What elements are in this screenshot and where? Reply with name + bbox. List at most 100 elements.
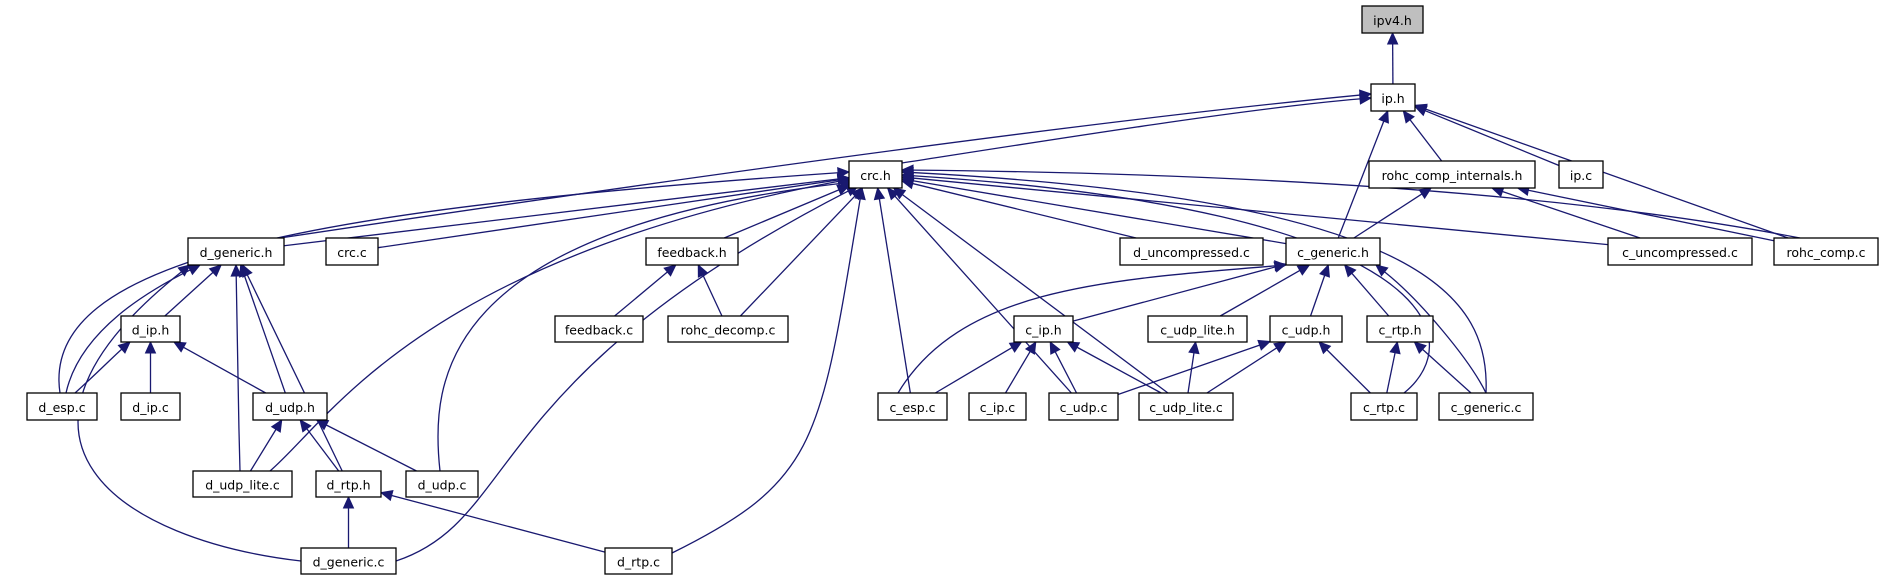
edge-c-uncompressed-c-to-rohc-comp-internals-h (1502, 190, 1641, 239)
edge-d-esp-c-to-d-ip-h-arrowhead (117, 341, 131, 354)
node-box (187, 237, 285, 266)
edge-c-udp-lite-c-to-c-udp-lite-h-arrowhead (1188, 340, 1200, 355)
edge-d-generic-c-to-d-generic-h-arrowhead (177, 264, 191, 277)
node-label: c_generic.c (1451, 400, 1522, 415)
node-label: rohc_comp_internals.h (1382, 168, 1523, 183)
edge-c-generic-h-to-rohc-comp-internals-h (1353, 193, 1423, 239)
node-c-udp-h[interactable]: c_udp.h (1269, 315, 1343, 343)
edge-c-generic-c-to-c-rtp-h-arrowhead (1413, 341, 1427, 354)
edge-d-udp-lite-c-to-d-generic-h-arrowhead (230, 263, 242, 277)
node-c-udp-c[interactable]: c_udp.c (1048, 392, 1119, 421)
node-d-udp-h[interactable]: d_udp.h (252, 392, 328, 421)
node-c-generic-h[interactable]: c_generic.h (1285, 237, 1381, 266)
node-box (645, 237, 739, 266)
node-c-ip-h[interactable]: c_ip.h (1013, 315, 1074, 343)
node-feedback-c[interactable]: feedback.c (554, 315, 644, 343)
edge-c-udp-lite-c-to-crc-h (901, 194, 1169, 394)
node-box (1013, 315, 1074, 343)
edge-rohc-decomp-c-to-feedback-h (702, 274, 723, 317)
edge-feedback-h-to-crc-h (723, 189, 840, 239)
node-d-uncompressed-c[interactable]: d_uncompressed.c (1119, 237, 1264, 266)
edge-d-uncompressed-c-to-crc-h (912, 182, 1137, 239)
node-c-udp-lite-c[interactable]: c_udp_lite.c (1138, 392, 1234, 421)
node-box (1285, 237, 1381, 266)
node-label: d_udp.h (265, 400, 315, 415)
edge-d-udp-c-to-d-udp-h-arrowhead (315, 419, 330, 431)
edge-rohc-comp-c-to-ip-h (1425, 108, 1789, 239)
node-rohc-decomp-c[interactable]: rohc_decomp.c (667, 315, 789, 343)
edge-d-generic-h-to-ip-h-arrowhead (1359, 89, 1373, 101)
node-rohc-comp-c[interactable]: rohc_comp.c (1773, 237, 1879, 266)
node-label: ip.h (1381, 91, 1404, 106)
edge-c-rtp-c-to-c-udp-h-arrowhead (1318, 341, 1332, 355)
node-box (26, 392, 98, 421)
edge-d-udp-c-to-crc-h-arrowhead (840, 177, 855, 190)
node-d-udp-c[interactable]: d_udp.c (405, 470, 479, 498)
edge-ip-c-to-ip-h (1424, 110, 1560, 167)
node-c-rtp-h[interactable]: c_rtp.h (1366, 315, 1434, 343)
node-box (1558, 160, 1604, 189)
node-box (1138, 392, 1234, 421)
node-box (1438, 392, 1534, 421)
node-ip-c[interactable]: ip.c (1558, 160, 1604, 189)
node-d-esp-c[interactable]: d_esp.c (26, 392, 98, 421)
node-c-rtp-c[interactable]: c_rtp.c (1350, 392, 1418, 421)
node-label: rohc_comp.c (1786, 245, 1865, 260)
node-label: d_rtp.c (617, 555, 660, 570)
node-label: d_ip.c (132, 400, 169, 415)
edge-c-udp-c-to-c-ip-h (1054, 351, 1078, 394)
edge-c-generic-h-to-crc-h (912, 180, 1287, 245)
node-label: c_ip.h (1025, 323, 1061, 338)
node-d-generic-h[interactable]: d_generic.h (187, 237, 285, 266)
node-ipv4-h[interactable]: ipv4.h (1361, 5, 1424, 34)
node-box (1048, 392, 1119, 421)
node-label: feedback.c (565, 323, 633, 338)
edge-d-udp-h-to-d-generic-h (243, 275, 286, 394)
edge-c-esp-c-to-c-generic-h-arrowhead (1274, 260, 1288, 272)
node-label: ip.c (1570, 168, 1592, 183)
node-rohc-comp-internals-h[interactable]: rohc_comp_internals.h (1368, 160, 1536, 189)
nodes-layer: ipv4.h ip.h crc.h rohc_comp_internals.h … (26, 5, 1879, 575)
edge-d-rtp-c-to-d-rtp-h (391, 494, 606, 553)
node-c-generic-c[interactable]: c_generic.c (1438, 392, 1534, 421)
edge-d-esp-c-to-crc-h-arrowhead (837, 167, 851, 179)
node-feedback-h[interactable]: feedback.h (645, 237, 739, 266)
node-box (554, 315, 644, 343)
node-c-ip-c[interactable]: c_ip.c (968, 392, 1027, 421)
edge-d-udp-lite-c-to-d-generic-h (235, 275, 241, 472)
node-label: c_rtp.h (1379, 323, 1422, 338)
edge-crc-h-to-ip-h (901, 98, 1361, 164)
edge-d-udp-c-to-d-udp-h (325, 424, 417, 472)
node-crc-h[interactable]: crc.h (848, 160, 903, 189)
edge-c-udp-lite-c-to-c-udp-lite-h (1187, 352, 1195, 394)
node-box (968, 392, 1027, 421)
node-d-udp-lite-c[interactable]: d_udp_lite.c (192, 470, 293, 498)
node-c-uncompressed-c[interactable]: c_uncompressed.c (1607, 237, 1753, 266)
node-d-ip-h[interactable]: d_ip.h (120, 315, 181, 343)
node-c-esp-c[interactable]: c_esp.c (877, 392, 948, 421)
node-c-udp-lite-h[interactable]: c_udp_lite.h (1147, 315, 1248, 343)
edge-d-esp-c-to-crc-h (58, 172, 839, 394)
edge-d-esp-c-to-d-ip-h (74, 348, 123, 394)
edge-c-udp-lite-c-to-c-udp-h-arrowhead (1273, 341, 1287, 354)
node-d-ip-c[interactable]: d_ip.c (120, 392, 181, 421)
node-d-rtp-c[interactable]: d_rtp.c (604, 547, 673, 575)
edge-c-udp-lite-c-to-c-ip-h-arrowhead (1066, 341, 1081, 353)
edge-c-ip-c-to-c-ip-h (1004, 351, 1031, 394)
edge-c-udp-lite-h-to-c-generic-h-arrowhead (1296, 264, 1311, 276)
node-d-generic-c[interactable]: d_generic.c (300, 547, 397, 575)
node-d-rtp-h[interactable]: d_rtp.h (315, 470, 382, 498)
edge-d-generic-c-to-crc-h (395, 190, 849, 562)
edge-c-uncompressed-c-to-crc-h (912, 177, 1609, 246)
node-box (877, 392, 948, 421)
edge-d-udp-h-to-d-ip-h-arrowhead (172, 341, 187, 353)
edge-c-ip-h-to-c-generic-h (1072, 266, 1276, 322)
node-crc-c[interactable]: crc.c (325, 237, 379, 266)
node-box (1370, 83, 1416, 112)
node-ip-h[interactable]: ip.h (1370, 83, 1416, 112)
edge-d-generic-h-to-crc-h (283, 178, 839, 247)
node-box (325, 237, 379, 266)
node-box (1119, 237, 1264, 266)
edge-d-udp-c-to-crc-h (437, 182, 843, 472)
node-label: d_rtp.h (326, 478, 370, 493)
